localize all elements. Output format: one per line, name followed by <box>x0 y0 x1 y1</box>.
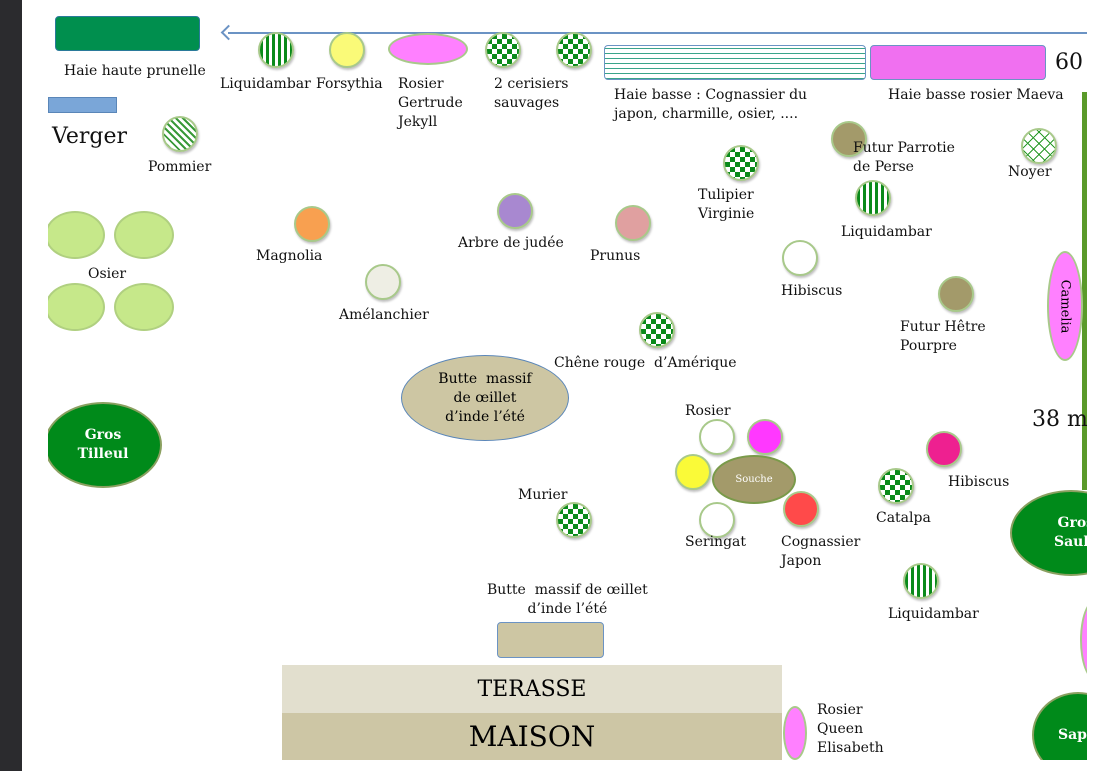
label-catalpa: Catalpa <box>876 510 931 526</box>
label-seringat: Seringat <box>685 534 746 550</box>
label-rosier: Rosier <box>685 403 731 419</box>
gros-tilleul: Gros Tilleul <box>48 402 162 488</box>
forsythia-icon <box>329 32 365 68</box>
terasse: TERASSE <box>282 665 782 713</box>
arrow-head-icon <box>220 24 237 41</box>
osier-icon <box>48 211 105 259</box>
osier-icon <box>48 283 105 331</box>
hibiscus-icon <box>782 240 818 276</box>
label-verger: Verger <box>52 124 128 149</box>
prunus-icon <box>615 205 651 241</box>
label-haie-basse: Haie basse : Cognassier du japon, charmi… <box>614 87 808 122</box>
label-tulipier: Tulipier Virginie <box>698 187 755 222</box>
hibiscus-pink-icon <box>926 431 962 467</box>
rosier-magenta-icon <box>747 419 783 455</box>
dimension-60: 60 <box>1055 50 1083 75</box>
label-hibiscus: Hibiscus <box>948 474 1010 490</box>
tulipier-icon <box>723 145 759 181</box>
butte-massif: Butte massif de œillet d’inde l’été <box>401 355 569 441</box>
noyer-icon <box>1021 128 1057 164</box>
rosier-queen-icon <box>783 706 807 760</box>
right-hedge <box>1082 92 1087 490</box>
cerisier-icon <box>485 32 521 68</box>
haie-rosier-maeva <box>870 45 1046 80</box>
label-hetre: Futur Hêtre Pourpre <box>900 319 986 354</box>
magnolia-icon <box>294 206 330 242</box>
label-parrotie: Futur Parrotie de Perse <box>853 140 955 175</box>
liquidambar-icon <box>855 180 891 216</box>
arbre-judee-icon <box>497 193 533 229</box>
label-noyer: Noyer <box>1008 164 1052 180</box>
parrotie-icon <box>831 121 867 157</box>
cerisier-icon <box>556 32 592 68</box>
pink-shrub <box>1080 600 1087 680</box>
liquidambar-icon <box>903 563 939 599</box>
haie-haute <box>55 16 200 51</box>
window-edge <box>0 0 22 771</box>
label-butte2: Butte massif de œillet d’inde l’été <box>487 582 648 617</box>
dimension-38m: 38 m <box>1032 407 1087 432</box>
label-forsythia: Forsythia <box>316 76 383 92</box>
rosier-yellow-icon <box>675 454 711 490</box>
pommier-icon <box>162 116 198 152</box>
label-hibiscus: Hibiscus <box>781 283 843 299</box>
label-amelanchier: Amélanchier <box>339 307 429 323</box>
butte-massif-2 <box>497 622 604 658</box>
label-arbre-judee: Arbre de judée <box>458 235 564 251</box>
label-haie-haute: Haie haute prunelle <box>64 63 206 79</box>
gros-saule: Gros Saule <box>1010 490 1087 576</box>
maison: MAISON <box>282 713 782 760</box>
label-murier: Murier <box>518 487 568 503</box>
label-cerisiers: 2 cerisiers sauvages <box>494 76 569 111</box>
murier-icon <box>556 502 592 538</box>
rosier-gertrude-icon <box>388 33 468 65</box>
label-rosier-gertrude: Rosier Gertrude Jekyll <box>398 76 463 130</box>
seringat-icon <box>699 502 735 538</box>
label-rosier-queen: Rosier Queen Elisabeth <box>817 702 884 756</box>
label-terasse: TERASSE <box>477 676 587 702</box>
cognassier-icon <box>783 491 819 527</box>
souche: Souche <box>712 455 796 504</box>
label-liquidambar: Liquidambar <box>888 606 979 622</box>
label-camelia: Camelia <box>1057 279 1073 333</box>
sapin: Sapi <box>1032 692 1087 760</box>
label-liquidambar: Liquidambar <box>841 224 932 240</box>
label-magnolia: Magnolia <box>256 248 323 264</box>
hetre-icon <box>938 276 974 312</box>
label-prunus: Prunus <box>590 248 641 264</box>
label-chene: Chêne rouge d’Amérique <box>554 355 737 371</box>
osier-icon <box>114 283 174 331</box>
verger-bar <box>48 97 117 113</box>
chene-icon <box>639 312 675 348</box>
boundary-arrow <box>228 32 1087 34</box>
label-liquidambar: Liquidambar <box>220 76 311 92</box>
rosier-white-icon <box>699 419 735 455</box>
osier-icon <box>114 211 174 259</box>
label-haie-rosier: Haie basse rosier Maeva <box>888 87 1064 103</box>
label-cognassier: Cognassier Japon <box>781 534 861 569</box>
liquidambar-icon <box>258 32 294 68</box>
amelanchier-icon <box>365 264 401 300</box>
label-osier: Osier <box>88 266 127 282</box>
camelia: Camelia <box>1047 251 1083 361</box>
label-maison: MAISON <box>468 720 596 753</box>
catalpa-icon <box>878 468 914 504</box>
garden-plan: Haie haute prunelle Verger Pommier Liqui… <box>48 16 1087 760</box>
haie-basse <box>604 45 866 80</box>
label-pommier: Pommier <box>148 159 212 175</box>
